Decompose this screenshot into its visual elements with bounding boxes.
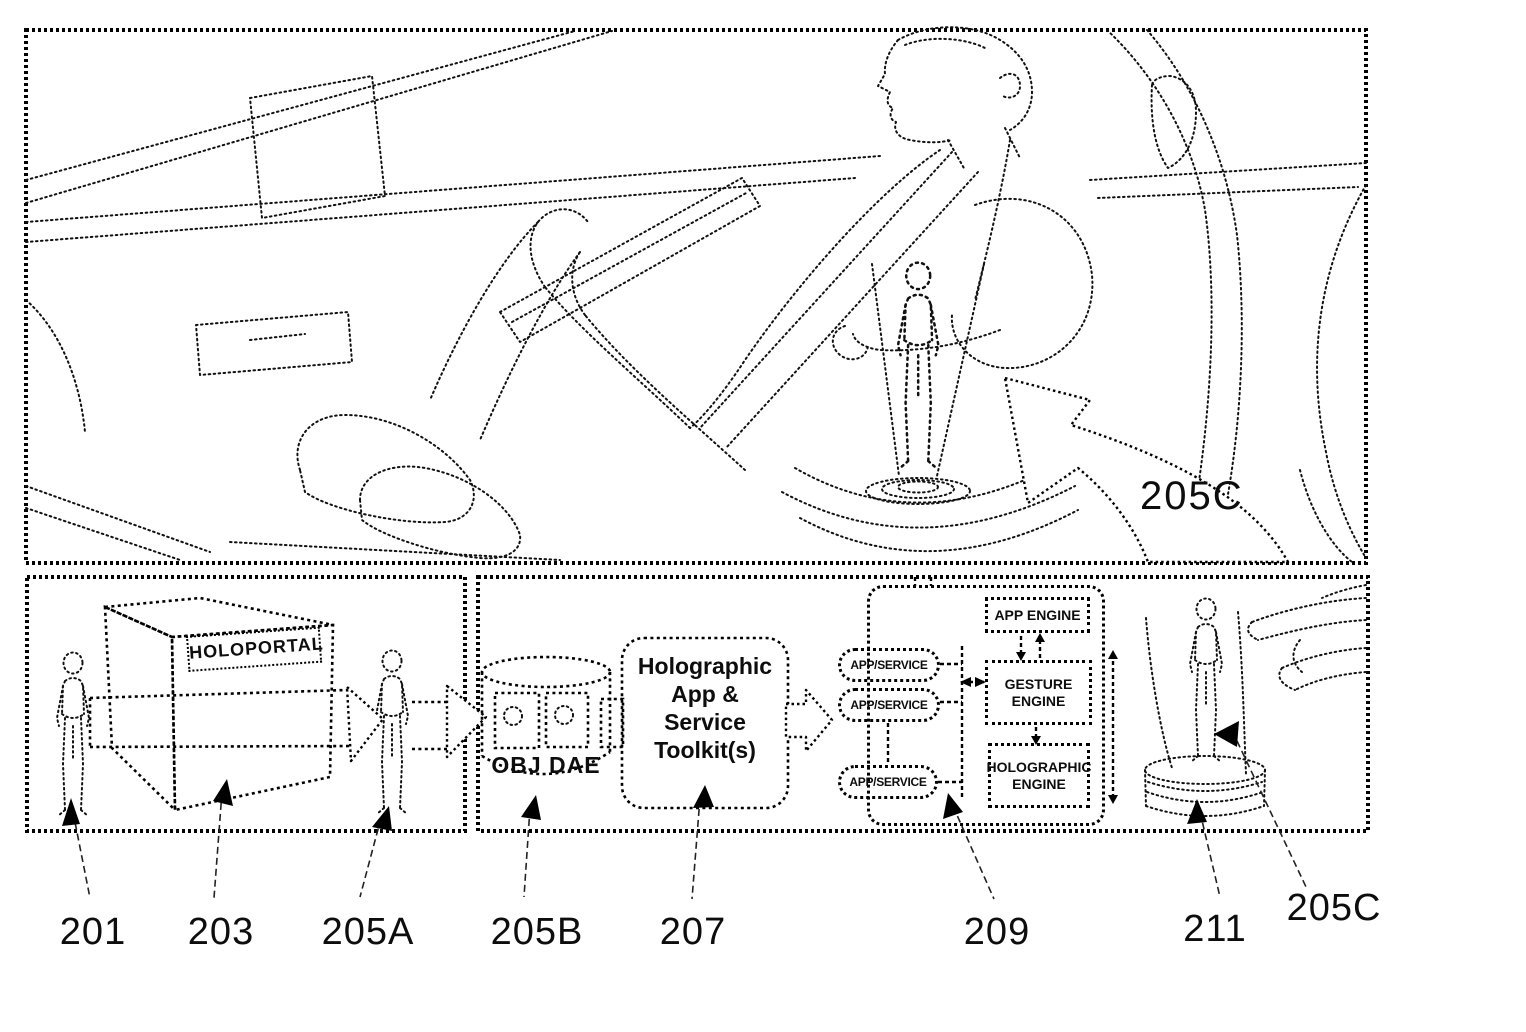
app-service-pill-1: APP/SERVICE	[838, 648, 940, 682]
toolkit-label-line: App &	[671, 681, 739, 707]
ref-label-211: 211	[1183, 908, 1247, 950]
person-205a	[375, 649, 409, 815]
ref-label-201: 201	[59, 911, 127, 953]
reference-leaders	[62, 721, 1308, 900]
projection-arrow	[1003, 376, 1290, 564]
file-icon	[544, 691, 590, 749]
panel-transfer-arrow	[412, 684, 488, 759]
connector-tab	[599, 697, 625, 749]
pipeline-panel-border	[476, 575, 1370, 833]
toolkit-output-arrow	[784, 688, 834, 753]
engine-connectors	[886, 577, 1118, 804]
ref-label-205c-bottom: 205C	[1286, 887, 1382, 929]
callout-205c-top: 205C	[1140, 474, 1244, 518]
toolkit-label-line: Service	[664, 709, 746, 735]
capture-flow-arrow	[88, 685, 385, 763]
ref-label-209: 209	[963, 911, 1031, 953]
object-format-label: OBJ DAE	[491, 752, 601, 778]
holographic-engine-box: HOLOGRAPHIC ENGINE	[987, 743, 1092, 808]
holoportal-box	[99, 596, 335, 814]
app-service-pill-2: APP/SERVICE	[838, 688, 940, 722]
gesture-engine-box: GESTURE ENGINE	[985, 660, 1092, 725]
person-201	[56, 651, 90, 817]
engine-group-box	[867, 585, 1105, 826]
hologram-projector	[1144, 597, 1266, 817]
pipeline-scene	[480, 577, 1367, 817]
lap-hologram	[781, 261, 1079, 552]
hand-icon	[1247, 584, 1367, 691]
object-database-cylinder	[480, 655, 625, 776]
toolkit-label-line: Holographic	[637, 653, 773, 679]
hologram-figure	[1189, 597, 1223, 763]
holoportal-capture-scene	[56, 596, 488, 817]
ref-label-205a: 205A	[321, 911, 415, 953]
car-interior-sketch	[25, 26, 1367, 563]
app-service-pill-3: APP/SERVICE	[838, 765, 938, 799]
app-engine-box: APP ENGINE	[985, 597, 1090, 633]
ref-label-205b: 205B	[490, 911, 584, 953]
toolkit-label-line: Toolkit(s)	[654, 737, 756, 763]
ref-label-207: 207	[659, 911, 727, 953]
file-icon	[493, 691, 541, 750]
holoportal-panel-border	[25, 575, 467, 833]
toolkit-label: Holographic App & Service Toolkit(s)	[622, 652, 788, 764]
ref-label-203: 203	[187, 911, 255, 953]
